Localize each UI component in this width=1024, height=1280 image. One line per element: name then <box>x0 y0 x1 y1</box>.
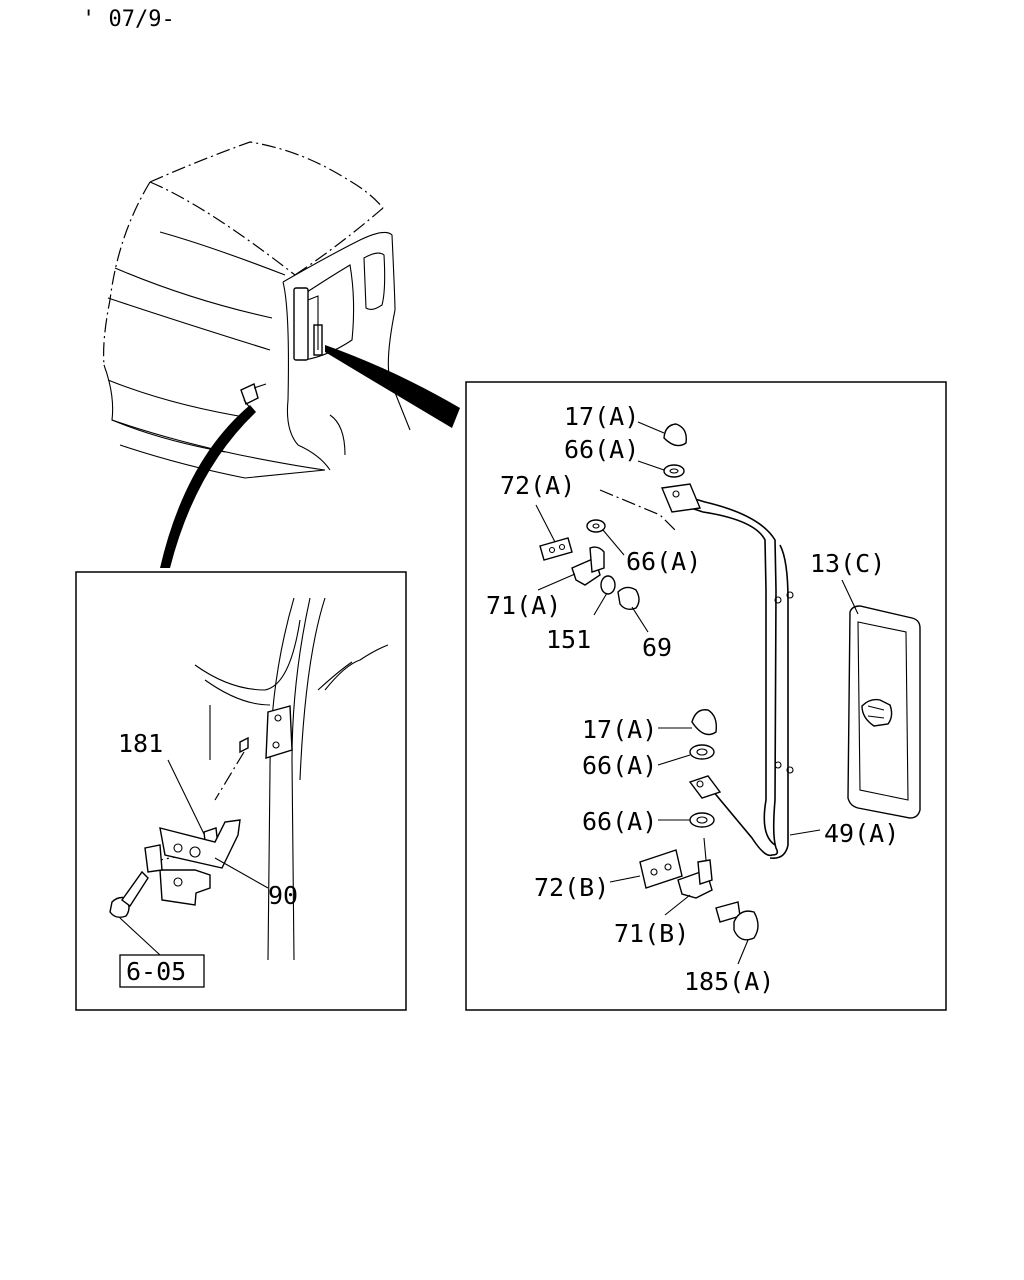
connector-arrow-left <box>160 405 256 568</box>
callout-72b: 72(B) <box>534 873 609 902</box>
truck-cab-illustration <box>103 141 411 479</box>
callout-151: 151 <box>546 625 591 654</box>
callout-17a-mid: 17(A) <box>582 715 657 744</box>
callout-69: 69 <box>642 633 672 662</box>
callout-ref-605: 6-05 <box>126 957 186 986</box>
callout-71b: 71(B) <box>614 919 689 948</box>
connector-arrow-right <box>325 345 460 428</box>
detail-box-right <box>465 381 947 1011</box>
callout-181: 181 <box>118 729 163 758</box>
callout-90: 90 <box>268 881 298 910</box>
right-detail-illustration <box>535 421 921 965</box>
callout-66a-3: 66(A) <box>582 751 657 780</box>
callout-17a-top: 17(A) <box>564 402 639 431</box>
detail-box-left <box>75 571 407 1011</box>
callout-13c: 13(C) <box>810 549 885 578</box>
left-detail-illustration <box>109 597 389 988</box>
date-code: ' 07/9- <box>82 7 175 32</box>
callout-185a: 185(A) <box>684 967 774 996</box>
callout-71a: 71(A) <box>486 591 561 620</box>
callout-66a-2: 66(A) <box>626 547 701 576</box>
callout-66a-1: 66(A) <box>564 435 639 464</box>
callout-66a-4: 66(A) <box>582 807 657 836</box>
callout-49a: 49(A) <box>824 819 899 848</box>
ref-box-605 <box>119 954 205 988</box>
callout-72a: 72(A) <box>500 471 575 500</box>
